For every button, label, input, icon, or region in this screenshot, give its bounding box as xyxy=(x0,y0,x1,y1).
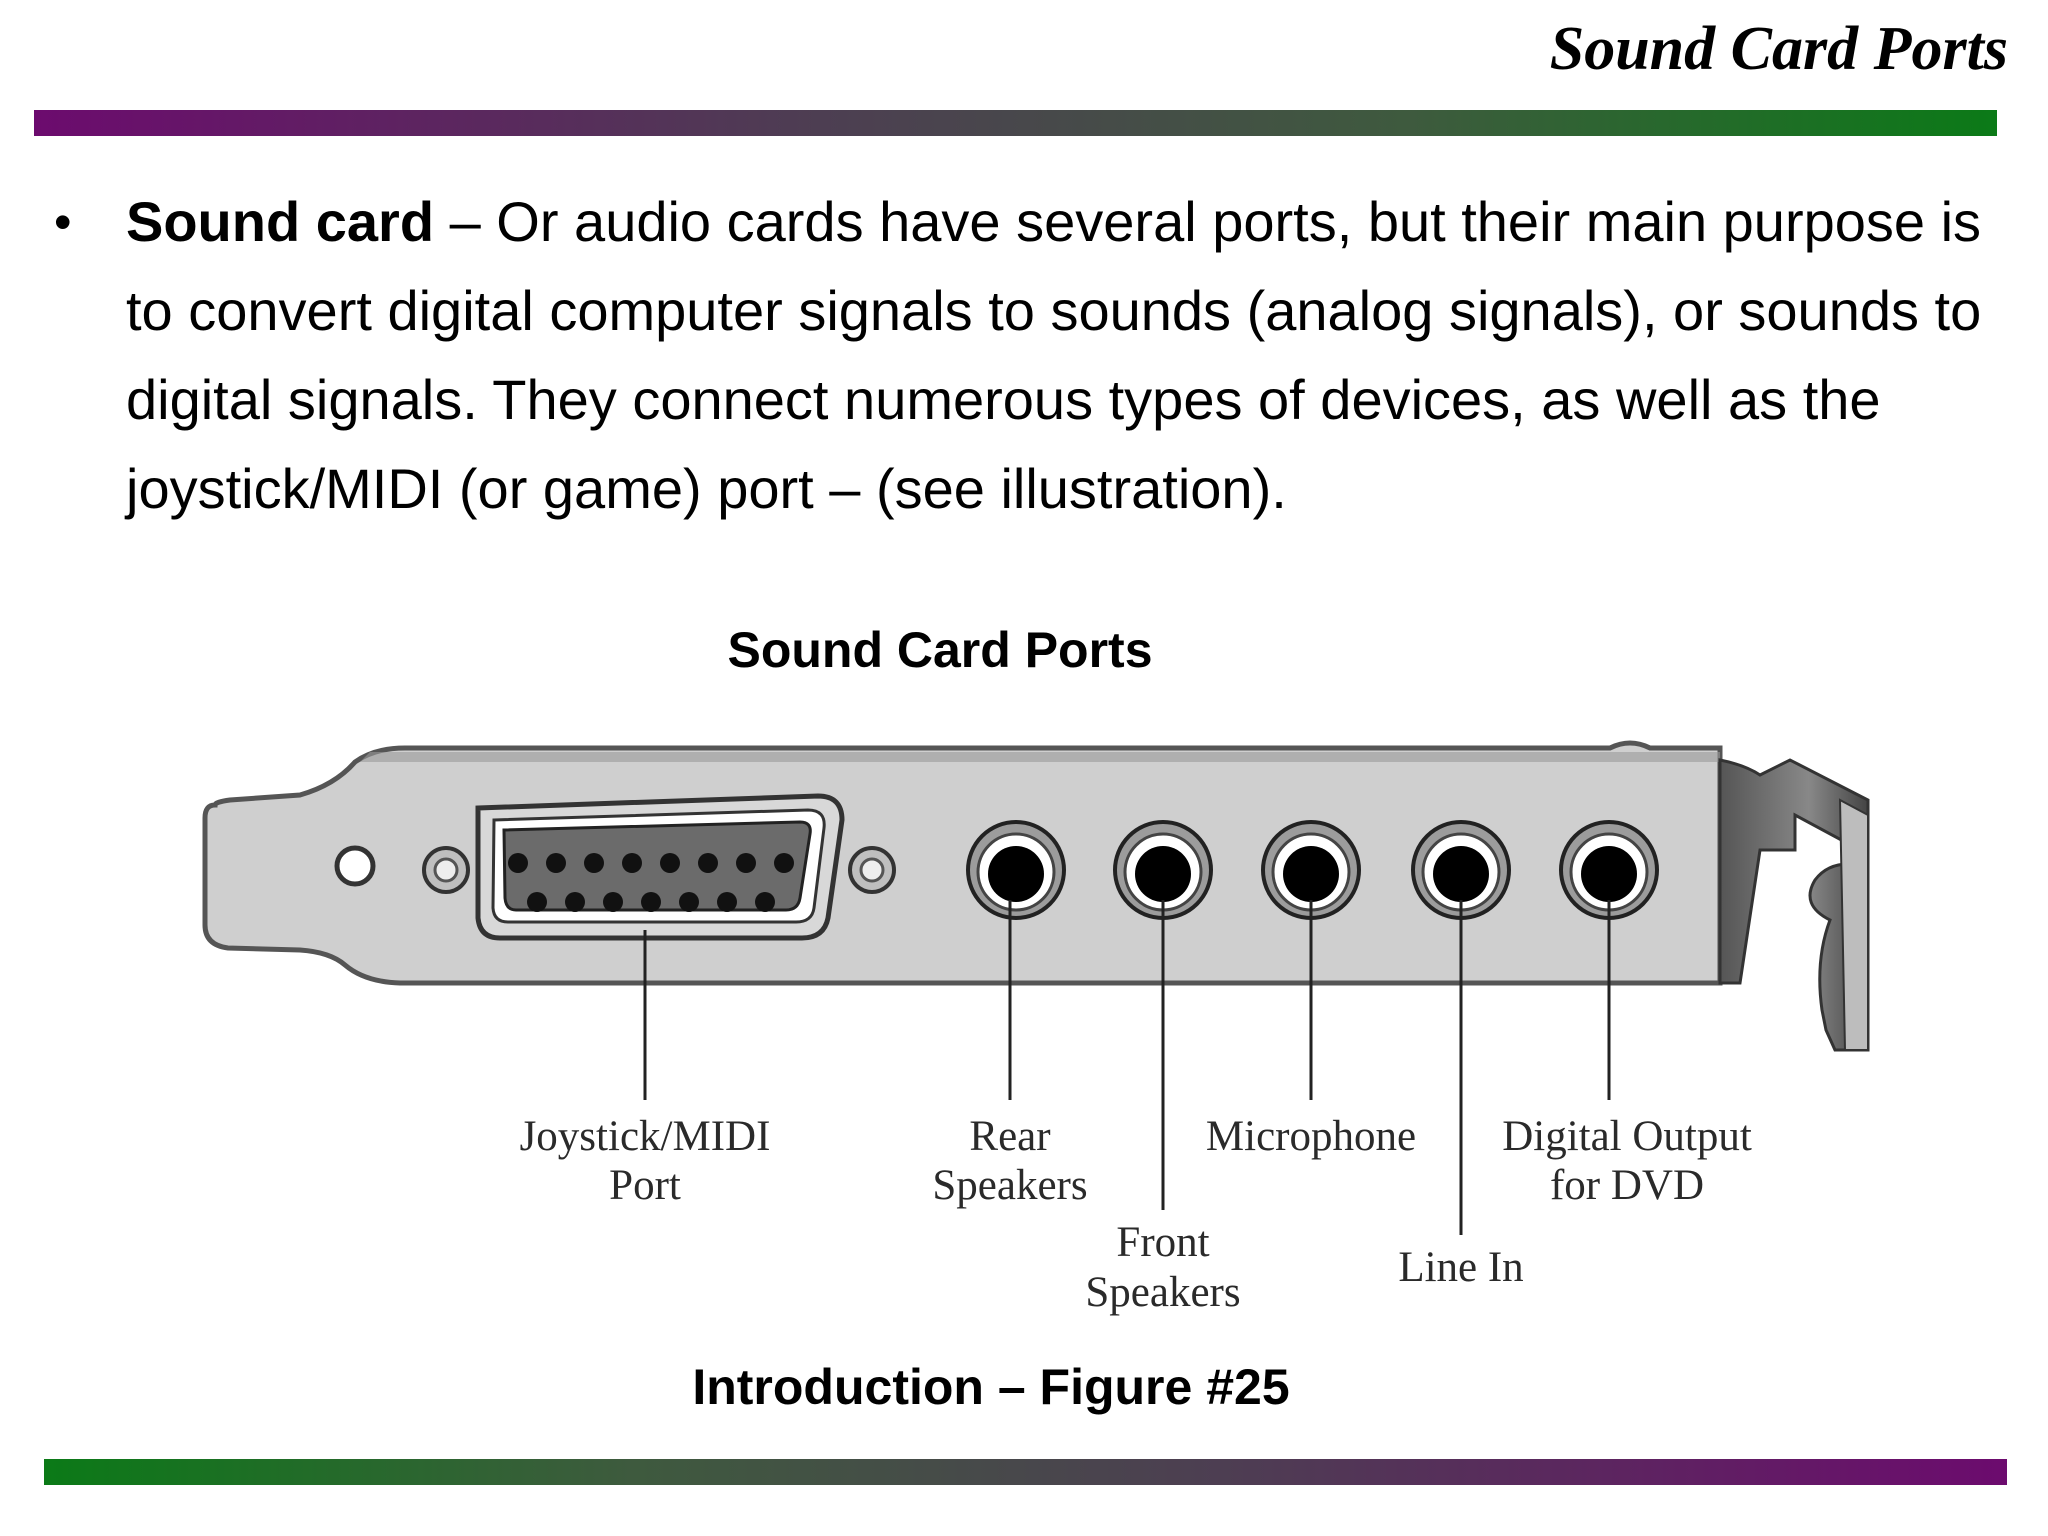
bullet-text: Sound card – Or audio cards have several… xyxy=(126,177,2026,533)
label-line-in: Line In xyxy=(1398,1244,1523,1291)
label-digital-output-line2: for DVD xyxy=(1550,1162,1704,1209)
connector-screw-right-icon xyxy=(848,846,896,894)
bottom-divider-band xyxy=(44,1459,2007,1485)
bullet-marker: • xyxy=(54,194,72,250)
label-rear-speakers-line2: Speakers xyxy=(932,1162,1087,1209)
label-microphone: Microphone xyxy=(1206,1113,1416,1160)
line-in-jack-icon xyxy=(1411,820,1511,920)
label-rear-speakers-line1: Rear xyxy=(969,1113,1050,1160)
mounting-hole-icon xyxy=(334,845,376,887)
label-front-speakers-line2: Speakers xyxy=(1085,1269,1240,1316)
leader-lines xyxy=(643,900,1611,1235)
joystick-midi-port-icon xyxy=(475,793,845,941)
top-divider-band xyxy=(34,110,1997,136)
label-digital-output-line1: Digital Output xyxy=(1502,1113,1752,1160)
bullet-description: – Or audio cards have several ports, but… xyxy=(126,190,1982,520)
label-joystick-midi-line1: Joystick/MIDI xyxy=(520,1113,771,1160)
figure-caption: Introduction – Figure #25 xyxy=(692,1359,1290,1415)
connector-screw-left-icon xyxy=(422,846,470,894)
bullet-term: Sound card xyxy=(126,190,435,253)
label-joystick-midi-line2: Port xyxy=(609,1162,681,1209)
bullet-point: • Sound card – Or audio cards have sever… xyxy=(54,177,1981,533)
label-front-speakers-line1: Front xyxy=(1116,1219,1209,1266)
figure-title: Sound Card Ports xyxy=(727,622,1153,678)
rear-speakers-jack-icon xyxy=(966,820,1066,920)
slide-title: Sound Card Ports xyxy=(1549,15,2008,83)
